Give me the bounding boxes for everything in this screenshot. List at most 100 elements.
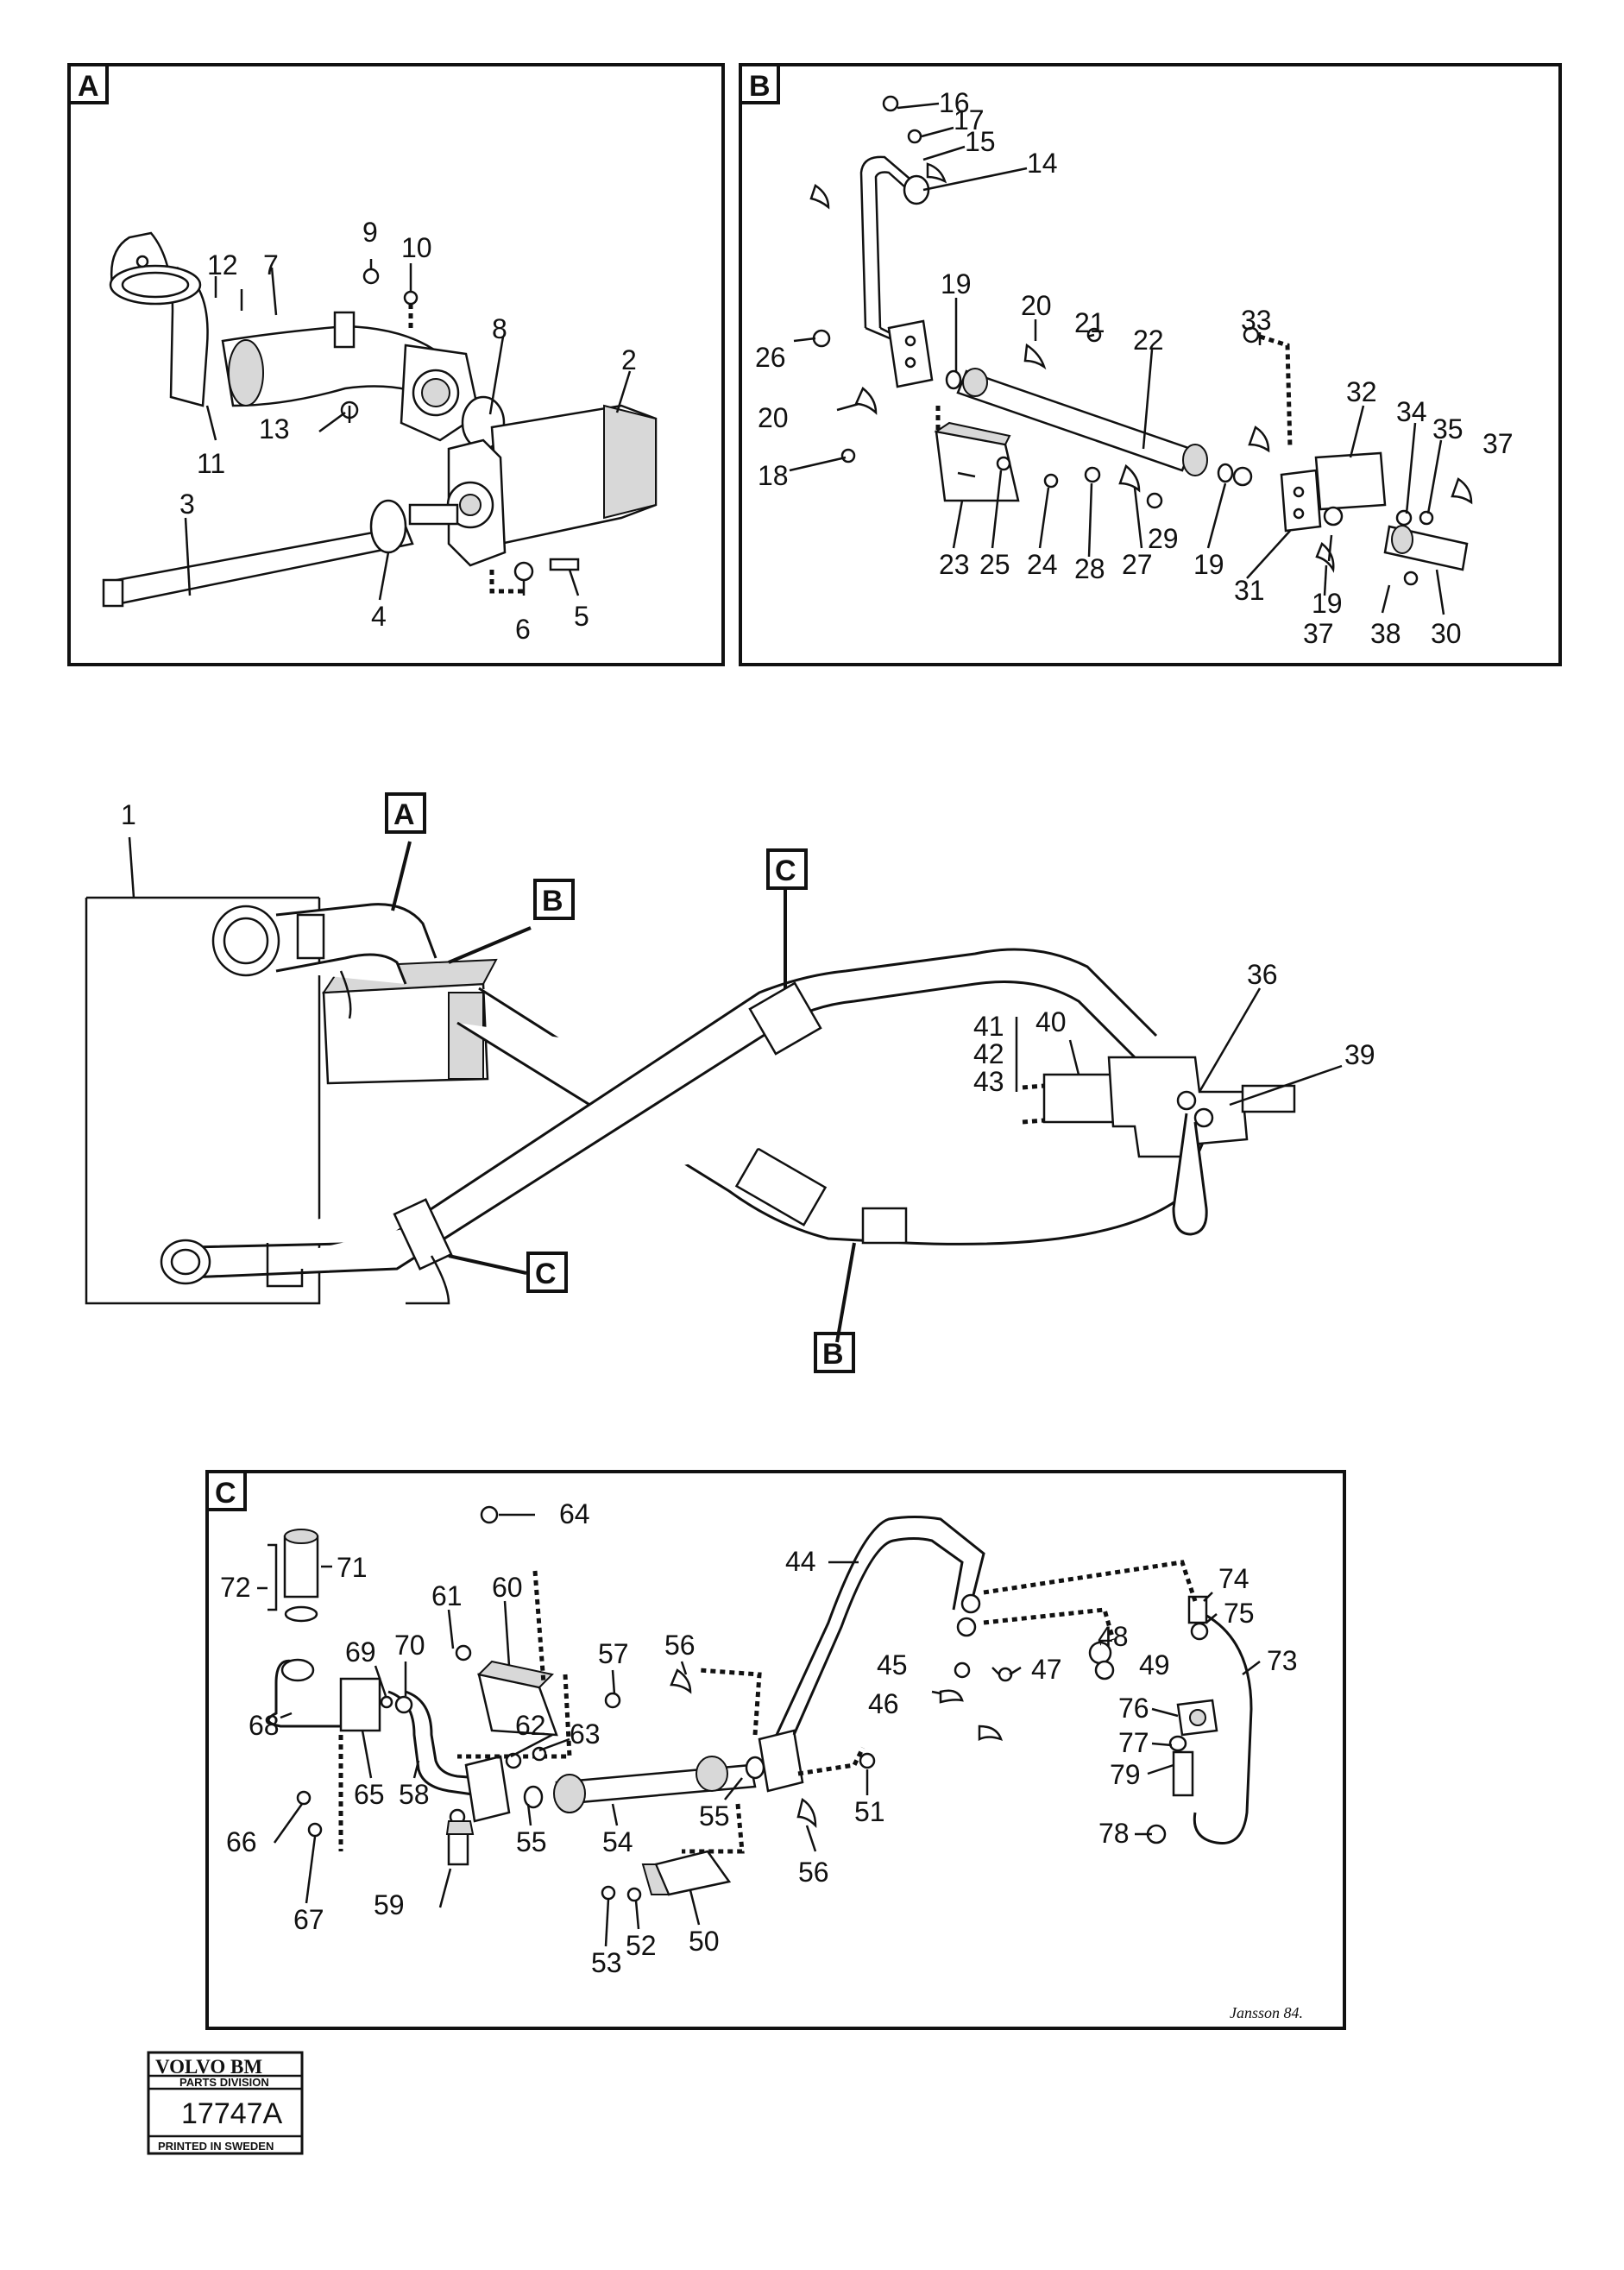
label-69: 69 <box>345 1636 376 1668</box>
overview-tag-c-bottom: C <box>535 1258 557 1290</box>
label-78: 78 <box>1098 1818 1130 1849</box>
label-56-bottom: 56 <box>798 1857 829 1888</box>
label-42: 42 <box>973 1038 1004 1069</box>
label-59: 59 <box>374 1889 405 1920</box>
label-68: 68 <box>249 1710 280 1741</box>
stamp-footer: PRINTED IN SWEDEN <box>158 2140 274 2153</box>
label-6: 6 <box>515 614 531 645</box>
signature: Jansson 84. <box>1230 2004 1303 2021</box>
label-9: 9 <box>362 217 378 248</box>
label-14: 14 <box>1027 148 1058 179</box>
label-8: 8 <box>492 313 507 344</box>
label-74: 74 <box>1218 1563 1249 1594</box>
label-73: 73 <box>1267 1645 1298 1676</box>
panel-a: A <box>67 63 725 666</box>
panel-b-tag: B <box>749 70 771 103</box>
label-1: 1 <box>121 799 136 830</box>
label-35: 35 <box>1432 413 1463 445</box>
label-26: 26 <box>755 342 786 373</box>
label-10: 10 <box>401 232 432 263</box>
label-23: 23 <box>939 549 970 580</box>
panel-c-tag: C <box>215 1477 236 1510</box>
label-37-right: 37 <box>1482 428 1514 459</box>
label-19-mid: 19 <box>1193 549 1224 580</box>
label-64: 64 <box>559 1498 590 1529</box>
panel-c: C <box>205 1470 1346 2030</box>
label-46: 46 <box>868 1688 899 1719</box>
stamp-number: 17747A <box>181 2097 283 2130</box>
label-61: 61 <box>431 1580 463 1611</box>
label-71: 71 <box>337 1552 368 1583</box>
stamp-brand: VOLVO BM <box>155 2056 262 2078</box>
label-54: 54 <box>602 1826 633 1857</box>
label-44: 44 <box>785 1546 816 1577</box>
label-31: 31 <box>1234 575 1265 606</box>
label-27: 27 <box>1122 549 1153 580</box>
label-25: 25 <box>979 549 1010 580</box>
label-67: 67 <box>293 1904 324 1935</box>
label-40: 40 <box>1035 1006 1067 1037</box>
label-19-top: 19 <box>941 268 972 300</box>
label-62: 62 <box>515 1710 546 1741</box>
panel-b: B <box>739 63 1562 666</box>
label-29: 29 <box>1148 523 1179 554</box>
volvo-stamp: VOLVO BM PARTS DIVISION 17747A PRINTED I… <box>147 2051 304 2155</box>
label-49: 49 <box>1139 1649 1170 1680</box>
label-76: 76 <box>1118 1693 1149 1724</box>
label-16: 16 <box>939 87 970 118</box>
label-12: 12 <box>207 249 238 281</box>
label-60: 60 <box>492 1572 523 1603</box>
label-66: 66 <box>226 1826 257 1857</box>
label-3: 3 <box>179 489 195 520</box>
panel-a-tag: A <box>78 70 99 103</box>
overview: 1 A <box>85 792 1375 1373</box>
label-72: 72 <box>220 1572 251 1603</box>
overview-tag-b-bottom: B <box>822 1338 844 1371</box>
label-55-left: 55 <box>516 1826 547 1857</box>
label-52: 52 <box>626 1930 657 1961</box>
label-55-right: 55 <box>699 1800 730 1832</box>
label-2: 2 <box>621 344 637 375</box>
label-47: 47 <box>1031 1654 1062 1685</box>
label-28: 28 <box>1074 553 1105 584</box>
label-22: 22 <box>1133 325 1164 356</box>
label-43: 43 <box>973 1066 1004 1097</box>
label-63: 63 <box>570 1718 601 1750</box>
label-34: 34 <box>1396 396 1427 427</box>
label-53: 53 <box>591 1947 622 1978</box>
label-50: 50 <box>689 1926 720 1957</box>
label-38: 38 <box>1370 618 1401 649</box>
label-21: 21 <box>1074 307 1105 338</box>
overview-tag-c-top: C <box>775 854 796 887</box>
label-17: 17 <box>954 104 985 136</box>
label-65: 65 <box>354 1779 385 1810</box>
label-32: 32 <box>1346 376 1377 407</box>
label-75: 75 <box>1224 1598 1255 1629</box>
label-11: 11 <box>197 448 225 479</box>
label-37-bottom: 37 <box>1303 618 1334 649</box>
stamp-division: PARTS DIVISION <box>179 2076 269 2089</box>
label-20-left: 20 <box>758 402 789 433</box>
label-58: 58 <box>399 1779 430 1810</box>
label-19-low: 19 <box>1312 588 1343 619</box>
label-51: 51 <box>854 1796 885 1827</box>
label-4: 4 <box>371 601 387 632</box>
label-56-top: 56 <box>664 1630 696 1661</box>
label-57: 57 <box>598 1638 629 1669</box>
label-20-top: 20 <box>1021 290 1052 321</box>
label-7: 7 <box>263 249 279 281</box>
label-36: 36 <box>1247 959 1278 990</box>
label-79: 79 <box>1110 1759 1141 1790</box>
label-5: 5 <box>574 601 589 632</box>
label-18: 18 <box>758 460 789 491</box>
overview-tag-a: A <box>393 798 415 831</box>
overview-tag-b-top: B <box>542 885 563 917</box>
label-24: 24 <box>1027 549 1058 580</box>
label-45: 45 <box>877 1649 908 1680</box>
label-48: 48 <box>1098 1621 1129 1652</box>
label-41: 41 <box>973 1011 1004 1042</box>
label-30: 30 <box>1431 618 1462 649</box>
label-13: 13 <box>259 413 290 445</box>
label-77: 77 <box>1118 1727 1149 1758</box>
